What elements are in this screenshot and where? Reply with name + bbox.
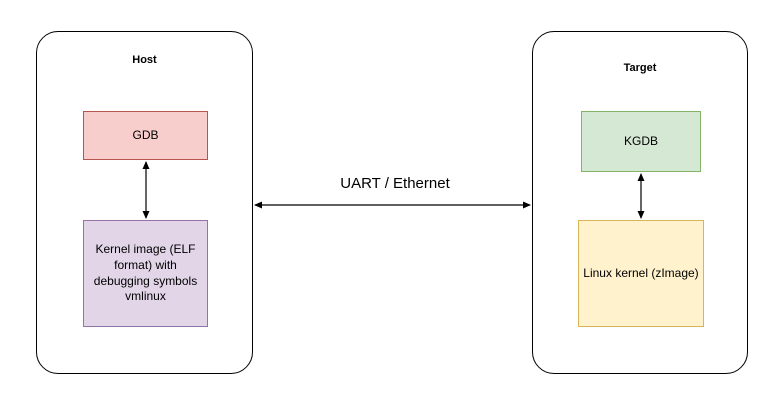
- kernel-image-box: Kernel image (ELF format) with debugging…: [83, 220, 208, 327]
- kgdb-box: KGDB: [581, 111, 701, 172]
- linux-kernel-box: Linux kernel (zImage): [578, 220, 704, 327]
- gdb-label: GDB: [132, 127, 159, 142]
- kgdb-label: KGDB: [623, 133, 658, 148]
- link-label: UART / Ethernet: [340, 175, 450, 192]
- linux-kernel-label: Linux kernel (zImage): [583, 265, 699, 280]
- gdb-box: GDB: [83, 111, 208, 160]
- kernel-image-label: Kernel image (ELF format) with debugging…: [93, 242, 198, 304]
- host-title: Host: [132, 54, 157, 66]
- target-title: Target: [623, 62, 657, 74]
